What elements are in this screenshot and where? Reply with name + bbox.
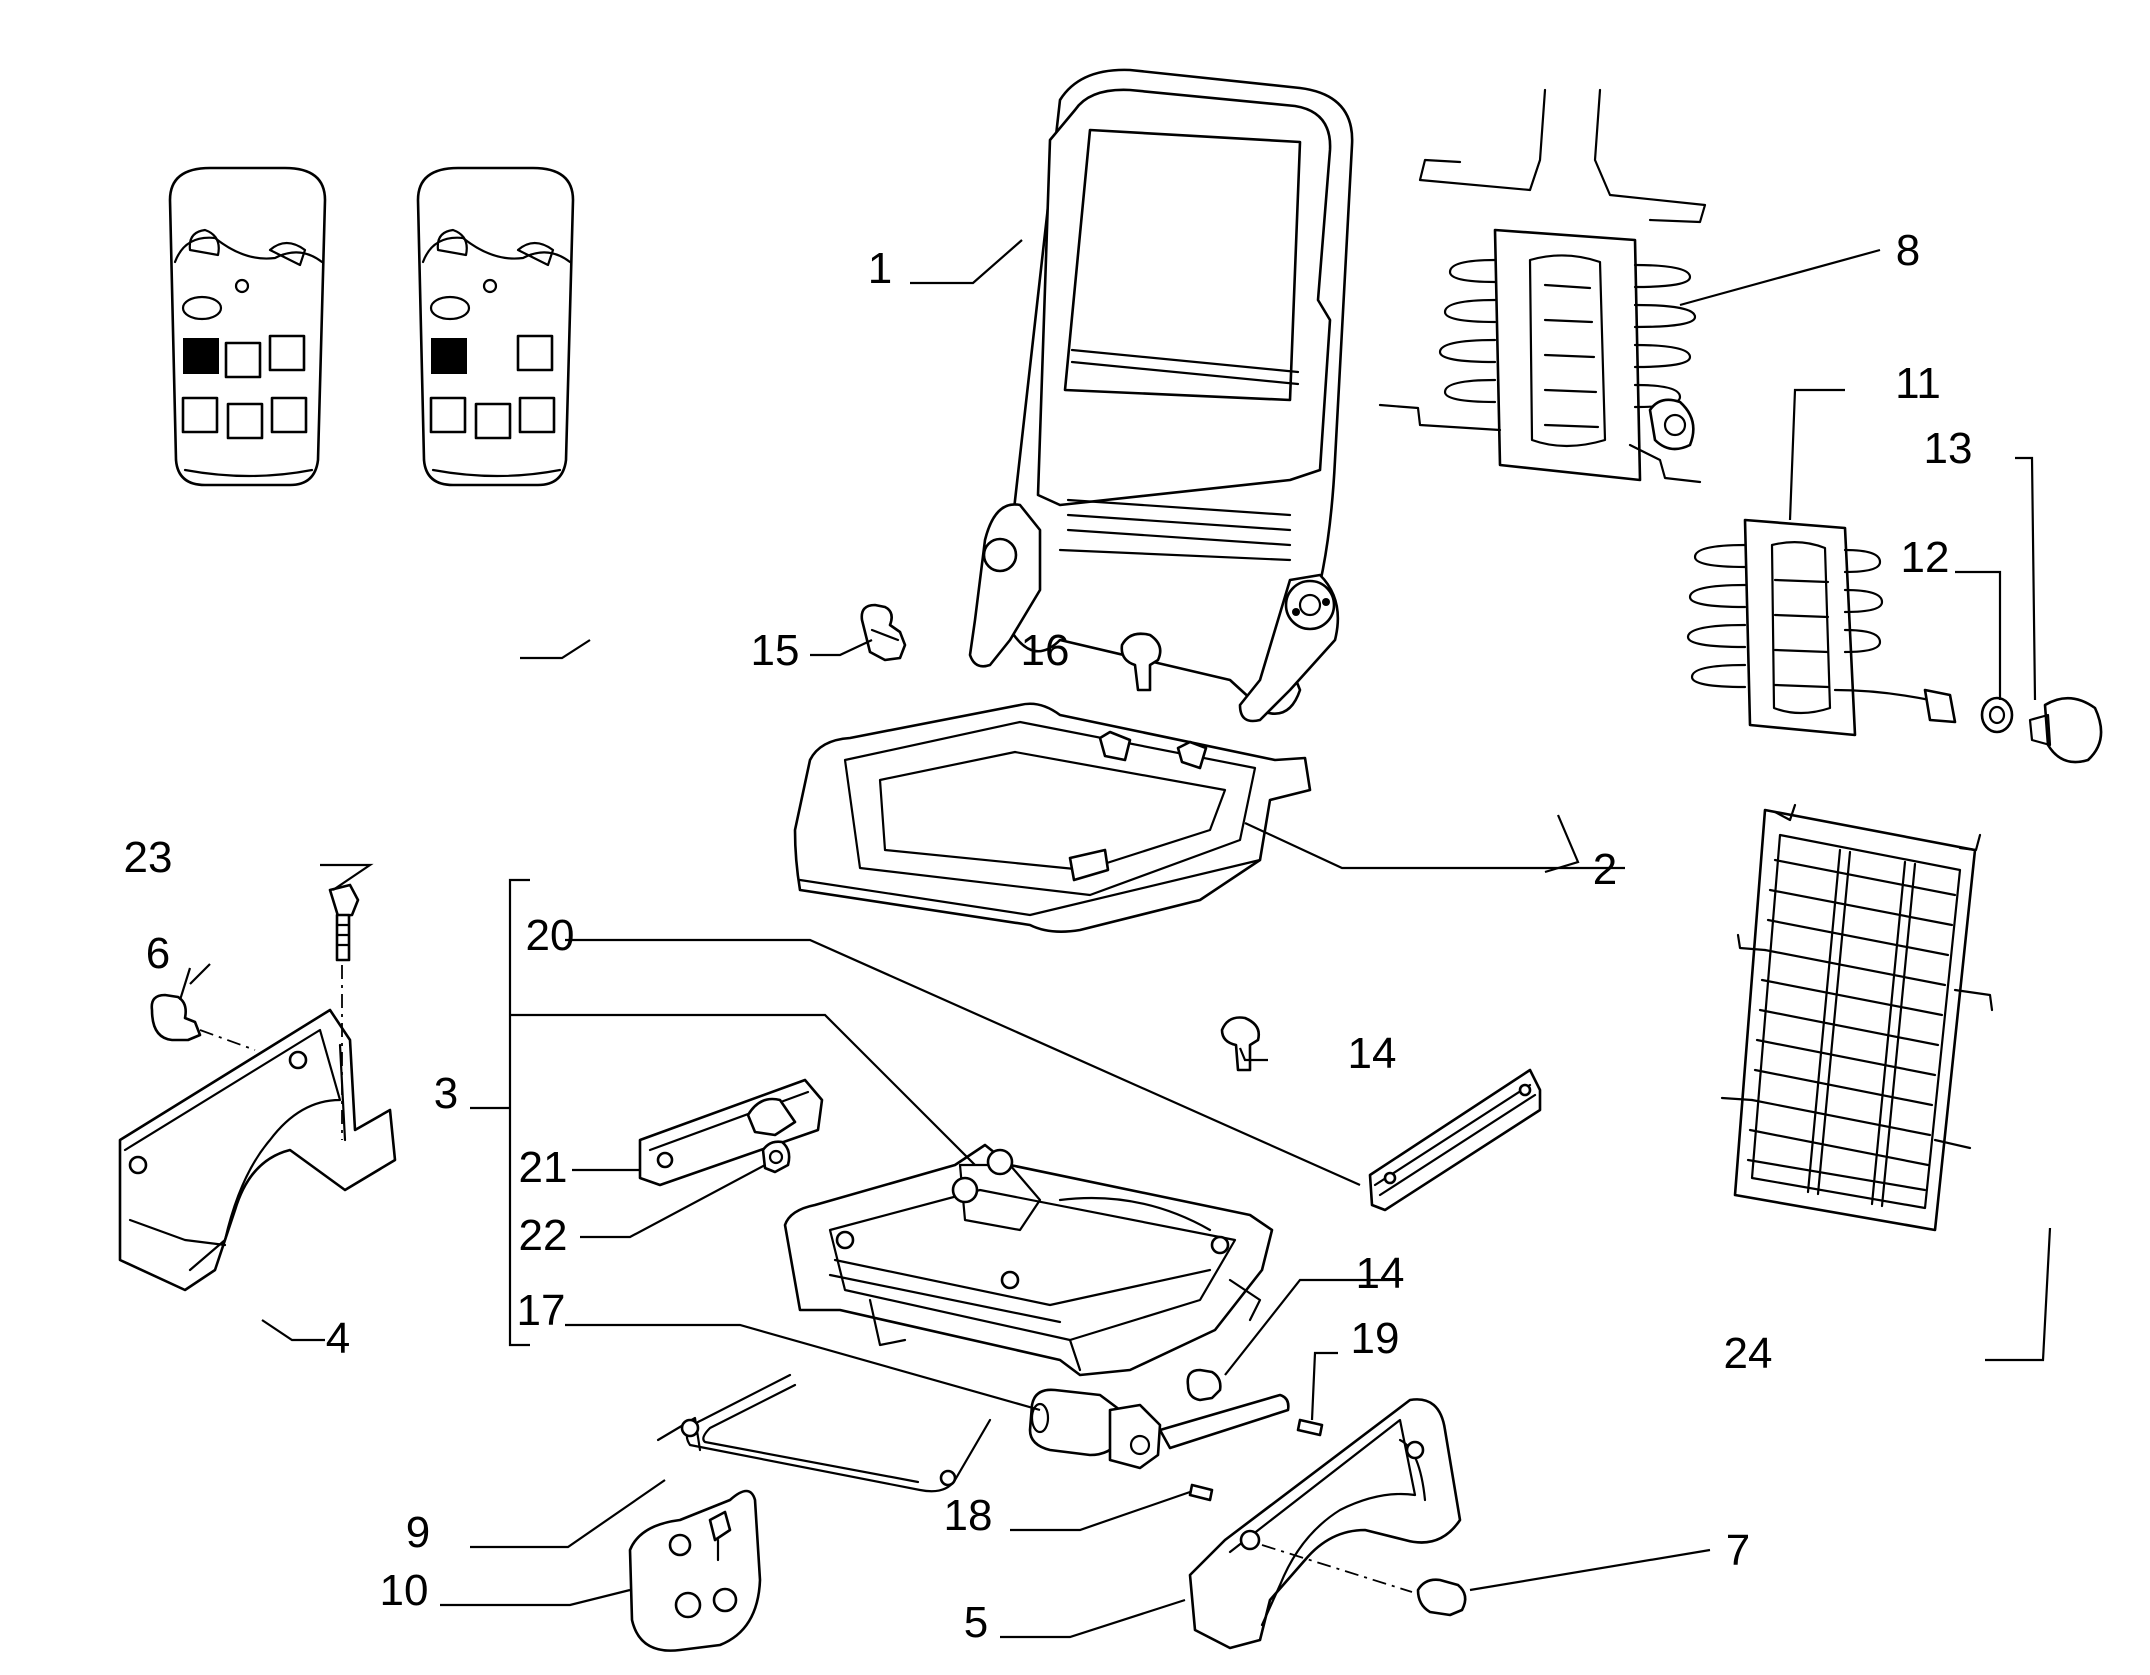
motor-part-17 (1028, 1388, 1290, 1470)
left-side-cover-part (118, 1008, 397, 1292)
callout-24: 24 (1724, 1329, 1773, 1378)
callout-4: 4 (326, 1314, 350, 1363)
callout-13: 13 (1924, 424, 1973, 473)
callout-2: 2 (1593, 845, 1617, 894)
seat-position-key-right-icon (416, 166, 575, 487)
callout-11: 11 (1895, 359, 1941, 408)
bolt-part-23 (328, 883, 360, 962)
callout-20: 20 (526, 911, 575, 960)
callout-14-bottom: 14 (1356, 1249, 1405, 1298)
screw-part-6 (150, 993, 202, 1042)
lumbar-pad-part (1686, 518, 2103, 764)
callout-6: 6 (146, 929, 170, 978)
callout-1: 1 (868, 244, 892, 293)
screw-part-7 (1416, 1578, 1467, 1617)
callout-23: 23 (124, 833, 173, 882)
callout-8: 8 (1896, 226, 1920, 275)
callout-14-top: 14 (1348, 1029, 1397, 1078)
adjuster-part-21 (638, 1078, 824, 1187)
right-side-cover-part (1188, 1398, 1462, 1650)
screw-part-14-bottom (1186, 1368, 1222, 1402)
cable-part-9 (656, 1373, 992, 1493)
backrest-frame-part (968, 68, 1354, 723)
leader-lines (178, 239, 2052, 1639)
callout-17: 17 (517, 1286, 566, 1335)
axis-line-7 (1261, 1544, 1413, 1593)
pin-part-18 (1188, 1483, 1214, 1502)
pin-part-19 (1296, 1418, 1324, 1437)
callout-15: 15 (751, 626, 800, 675)
screw-part-15 (860, 603, 907, 662)
callout-5: 5 (964, 1598, 988, 1647)
screw-part-16 (1120, 632, 1162, 692)
seat-rail-part-20 (1368, 1068, 1542, 1212)
nut-part-22 (761, 1140, 791, 1174)
callout-10: 10 (380, 1566, 429, 1615)
callout-16: 16 (1021, 626, 1070, 675)
callout-7: 7 (1726, 1526, 1750, 1575)
track-frame-part (783, 1143, 1274, 1377)
cushion-pan-part (793, 702, 1312, 933)
callout-19: 19 (1351, 1314, 1400, 1363)
fastener-bag-part-10 (628, 1489, 762, 1652)
callout-22: 22 (519, 1211, 568, 1260)
seat-position-key-left-icon (168, 166, 327, 487)
callout-12: 12 (1901, 533, 1950, 582)
callout-3: 3 (434, 1069, 458, 1118)
group-bracket-3 (508, 878, 530, 1347)
screw-part-14-top (1220, 1016, 1260, 1072)
callout-9: 9 (406, 1508, 430, 1557)
axis-line-6 (199, 1029, 256, 1051)
callout-18: 18 (944, 1491, 993, 1540)
backrest-spring-panel-part (1720, 803, 1994, 1232)
callout-labels: 1 2 3 4 5 6 7 8 9 10 11 12 13 14 14 15 1… (124, 226, 1973, 1647)
callout-21: 21 (519, 1143, 568, 1192)
lumbar-support-part (1378, 88, 1707, 484)
